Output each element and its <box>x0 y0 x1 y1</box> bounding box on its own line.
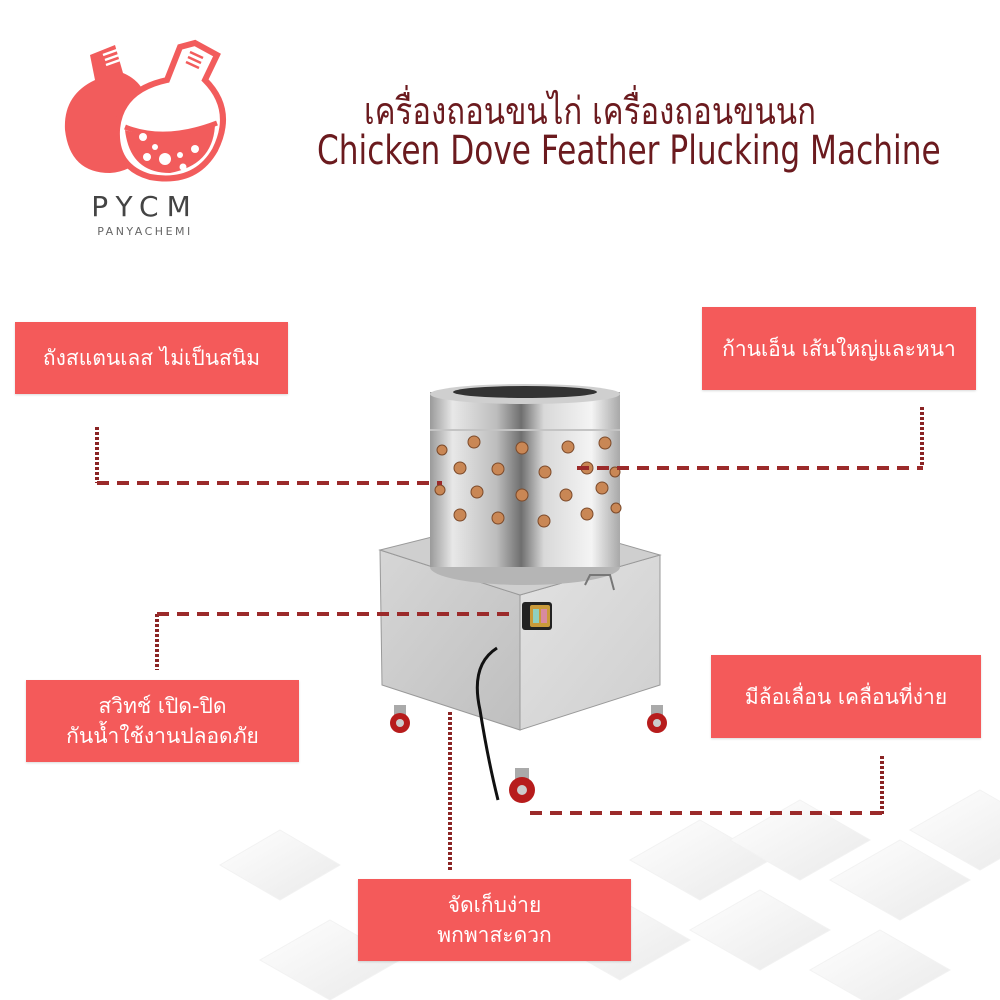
leader-line-wheels-vertical <box>880 756 884 814</box>
leader-line-drum-vertical <box>95 427 99 483</box>
leader-line-storage-vertical <box>448 712 452 872</box>
callout-text-line-1: สวิทช์ เปิด-ปิด <box>98 694 227 718</box>
leader-line-fingers-vertical <box>920 407 924 467</box>
callout-easy-storage: จัดเก็บง่าย พกพาสะดวก <box>358 879 631 961</box>
callout-rubber-fingers: ก้านเอ็น เส้นใหญ่และหนา <box>702 307 976 390</box>
page-title-thai: เครื่องถอนขนไก่ เครื่องถอนขนนก <box>364 89 816 133</box>
callout-stainless-drum: ถังสแตนเลส ไม่เป็นสนิม <box>15 322 288 394</box>
rubber-fingers <box>434 435 622 528</box>
caster-wheels <box>390 705 667 803</box>
leader-line-wheels-horizontal <box>530 811 884 815</box>
brand-name: PYCM <box>91 190 199 223</box>
callout-text: ก้านเอ็น เส้นใหญ่และหนา <box>722 336 956 361</box>
callout-text: มีล้อเลื่อน เคลื่อนที่ง่าย <box>744 684 948 709</box>
leader-line-switch-vertical <box>155 614 159 670</box>
callout-text-line-2: พกพาสะดวก <box>437 923 552 947</box>
page-title-english: Chicken Dove Feather Plucking Machine <box>317 128 941 174</box>
flask-logo-icon <box>64 39 226 182</box>
leader-line-fingers-horizontal <box>577 466 923 470</box>
control-switch <box>522 602 552 630</box>
callout-text-line-2: กันน้ำใช้งานปลอดภัย <box>66 724 259 748</box>
callout-text-line-1: จัดเก็บง่าย <box>447 893 542 917</box>
callout-text: ถังสแตนเลส ไม่เป็นสนิม <box>42 346 261 370</box>
brand-subtitle: PANYACHEMI <box>97 225 193 238</box>
leader-line-switch-horizontal <box>157 612 510 616</box>
feather-plucking-machine-image <box>378 384 667 803</box>
leader-line-drum-horizontal <box>97 481 442 485</box>
brand-logo: PYCM PANYACHEMI <box>55 35 235 240</box>
callout-waterproof-switch: สวิทช์ เปิด-ปิด กันน้ำใช้งานปลอดภัย <box>26 680 299 762</box>
stainless-drum <box>430 384 620 585</box>
power-cable <box>475 646 500 801</box>
callout-caster-wheels: มีล้อเลื่อน เคลื่อนที่ง่าย <box>711 655 981 738</box>
